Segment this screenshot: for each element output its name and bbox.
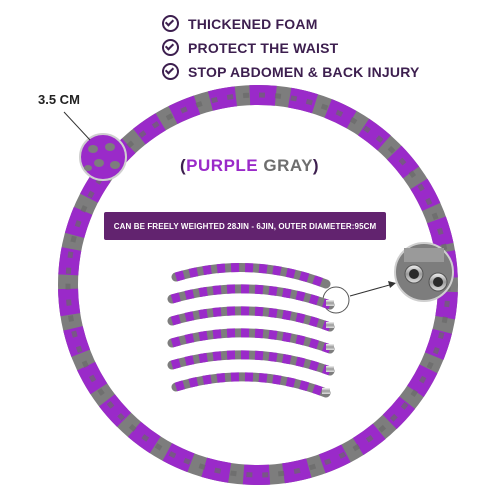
hoop-segment [167,306,335,332]
feature-label: PROTECT THE WAIST [188,39,339,56]
hoop-segment [171,263,331,289]
hoop-segment [167,328,335,354]
feature-item: STOP ABDOMEN & BACK INJURY [162,61,420,82]
color-title-close: ) [312,156,320,175]
spec-banner: CAN BE FREELY WEIGHTED 28JIN - 6JIN, OUT… [104,212,386,240]
connector-detail-magnifier [394,242,454,302]
hoop-segment [171,372,331,398]
size-leader-line [63,111,91,141]
feature-label: STOP ABDOMEN & BACK INJURY [188,63,420,80]
check-circle-icon [162,63,179,80]
arrowhead-icon [388,281,396,288]
feature-item: PROTECT THE WAIST [162,37,420,58]
foam-thickness-label: 3.5 CM [38,92,80,107]
feature-list: THICKENED FOAM PROTECT THE WAIST STOP AB… [162,13,420,85]
foam-detail-magnifier [79,133,127,181]
hoop-segment [167,350,335,376]
color-title-gray: GRAY [258,156,313,175]
check-circle-icon [162,15,179,32]
feature-item: THICKENED FOAM [162,13,420,34]
hoop-segment [167,284,335,310]
check-circle-icon [162,39,179,56]
connector-arrow [349,283,394,297]
hoop-segments [167,263,335,398]
color-title-purple: PURPLE [186,156,259,175]
color-title-open: ( [180,156,187,175]
color-title: (PURPLE GRAY) [180,156,319,176]
feature-label: THICKENED FOAM [188,15,318,32]
